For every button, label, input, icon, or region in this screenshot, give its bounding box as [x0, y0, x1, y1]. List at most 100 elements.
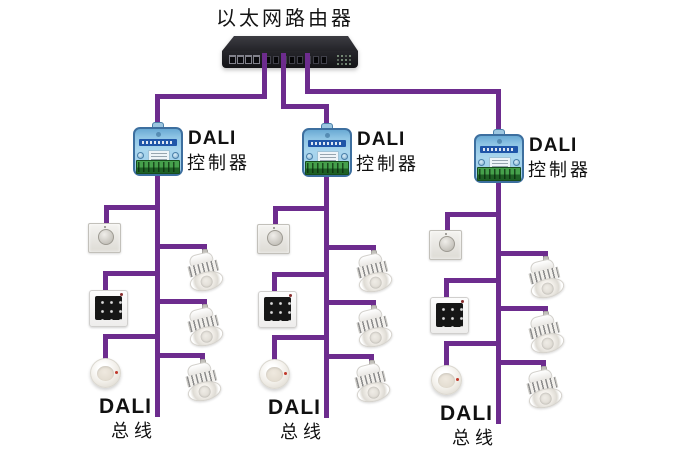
dali-controller-icon [302, 123, 352, 179]
branch-wire [445, 212, 498, 217]
dali-controller-icon [133, 122, 183, 178]
downlight-icon [524, 366, 565, 412]
branch-wire [327, 354, 374, 359]
screw-icon [513, 159, 520, 166]
controller-body [302, 128, 352, 177]
branch-wire [273, 206, 326, 211]
chip-text-lines [151, 153, 167, 164]
dimmer-mark [272, 227, 275, 229]
router-link-1-run [155, 94, 267, 99]
bus-label: DALI 总线 [421, 402, 493, 448]
controller-body [133, 127, 183, 176]
touch-panel-icon [89, 290, 128, 327]
bus-label-en: DALI [440, 402, 493, 425]
switch-port [297, 55, 303, 64]
panel-screen [95, 296, 122, 320]
lamp-body [526, 312, 567, 357]
rotary-dimmer-icon [429, 230, 462, 260]
dimmer-mark [444, 233, 447, 235]
switch-port [321, 55, 327, 64]
rj45-port-group [229, 55, 260, 64]
sensor-lens [97, 366, 114, 381]
branch-wire [103, 334, 157, 339]
controller-label: DALI 控制器 [187, 128, 262, 173]
ethernet-router-icon [222, 36, 358, 70]
band-text-marks [142, 141, 174, 144]
router-link-2-drop [281, 53, 286, 109]
router-link-3-drop [305, 53, 310, 94]
branch-wire [541, 360, 546, 369]
screw-icon [341, 153, 348, 160]
router-link-1-tail [155, 94, 160, 124]
lamp-lens [368, 274, 383, 290]
branch-wire [202, 299, 207, 308]
controller-logo [155, 132, 161, 137]
branch-wire [444, 341, 498, 346]
router-link-2-run [281, 104, 329, 109]
branch-wire [272, 335, 326, 340]
lamp-lens [197, 383, 212, 399]
router-link-3-tail [496, 89, 501, 131]
router-link-2-tail [324, 104, 329, 124]
controller-name-band [480, 146, 518, 153]
branch-wire [369, 354, 374, 363]
lamp-body [183, 360, 224, 405]
screw-icon [137, 152, 144, 159]
controller-label-en: DALI [357, 129, 406, 150]
router-chassis-top [222, 36, 358, 51]
router-title: 以太网路由器 [216, 8, 354, 30]
branch-wire [327, 245, 376, 250]
terminal-block [305, 161, 349, 175]
lamp-body [526, 257, 567, 302]
rotary-dimmer-icon [257, 224, 290, 254]
lamp-body [354, 251, 395, 296]
controller-label-en: DALI [188, 128, 237, 149]
lamp-lens [538, 390, 553, 406]
dali-branch-1: DALI 控制器 [58, 120, 268, 455]
branch-wire [371, 300, 376, 309]
branch-wire [444, 278, 449, 299]
screw-icon [306, 153, 313, 160]
terminal-slots [479, 169, 519, 179]
branch-wire [272, 335, 277, 361]
controller-label-zh: 控制器 [528, 159, 591, 180]
rj45-port [237, 55, 244, 64]
dali-branch-3: DALI 控制器 [399, 127, 609, 462]
downlight-icon [526, 311, 567, 357]
lamp-lens [368, 329, 383, 345]
branch-wire [499, 306, 548, 311]
dimmer-knob [438, 236, 455, 252]
dimmer-knob [97, 229, 114, 245]
lamp-body [524, 367, 565, 412]
pir-sensor-icon [431, 365, 462, 395]
lamp-body [185, 305, 226, 350]
controller-label-zh: 控制器 [187, 152, 250, 173]
downlight-icon [185, 249, 226, 295]
lamp-body [185, 250, 226, 295]
bus-label: DALI 总线 [249, 396, 321, 442]
touch-panel-icon [430, 297, 469, 334]
bus-label-en: DALI [99, 395, 152, 418]
chip-text-lines [320, 154, 336, 165]
screw-icon [478, 159, 485, 166]
bus-label-zh: 总线 [111, 421, 157, 442]
controller-name-band [308, 140, 346, 147]
chip-text-lines [492, 160, 508, 171]
branch-wire [445, 212, 450, 232]
branch-wire [200, 353, 205, 362]
bus-label-en: DALI [268, 396, 321, 419]
downlight-icon [354, 250, 395, 296]
pir-sensor-icon [90, 358, 121, 388]
dimmer-mark [103, 226, 106, 228]
sensor-led [115, 371, 118, 374]
bus-label: DALI 总线 [80, 395, 152, 441]
terminal-block [136, 160, 180, 174]
lamp-lens [199, 328, 214, 344]
rotary-dimmer-icon [88, 223, 121, 253]
bus-label-zh: 总线 [452, 428, 498, 449]
rj45-port [253, 55, 260, 64]
touch-panel-icon [258, 291, 297, 328]
router-link-3-run [305, 89, 501, 94]
controller-logo [496, 139, 502, 144]
sensor-led [284, 372, 287, 375]
